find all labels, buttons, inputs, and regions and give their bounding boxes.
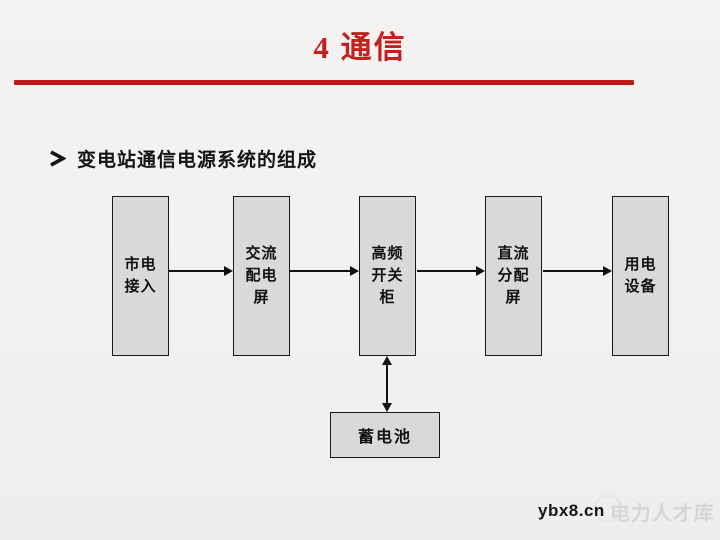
- bullet-arrowhead-icon: [50, 150, 66, 167]
- arrow-dc-to-equipment-icon: [543, 266, 612, 276]
- flow-box-ac-distribution-panel: 交流 配电 屏: [233, 196, 290, 356]
- title-divider-rule: [14, 80, 634, 85]
- arrow-hf-to-dc-icon: [417, 266, 485, 276]
- slide-title: 4 通信: [313, 30, 407, 65]
- bullet-text: 变电站通信电源系统的组成: [77, 150, 318, 171]
- flow-box-electric-equipment: 用电 设备: [612, 196, 669, 356]
- arrow-ac-to-hf-icon: [290, 266, 359, 276]
- arrow-mains-to-ac-icon: [169, 266, 233, 276]
- flow-box-hf-switch-cabinet: 高频 开关 柜: [359, 196, 416, 356]
- double-arrow-hf-battery-icon: [382, 356, 392, 412]
- watermark: ybx8.cn 电力人才库: [538, 495, 715, 525]
- bullet-row: 变电站通信电源系统的组成: [48, 145, 317, 172]
- watermark-brand-text: 电力人才库: [609, 502, 715, 525]
- watermark-logo-circle-icon: [594, 495, 622, 523]
- watermark-site-text: ybx8.cn: [538, 501, 605, 520]
- flow-box-battery: 蓄电池: [330, 412, 440, 458]
- flow-box-mains-input: 市电 接入: [112, 196, 169, 356]
- flow-box-dc-distribution-panel: 直流 分配 屏: [485, 196, 542, 356]
